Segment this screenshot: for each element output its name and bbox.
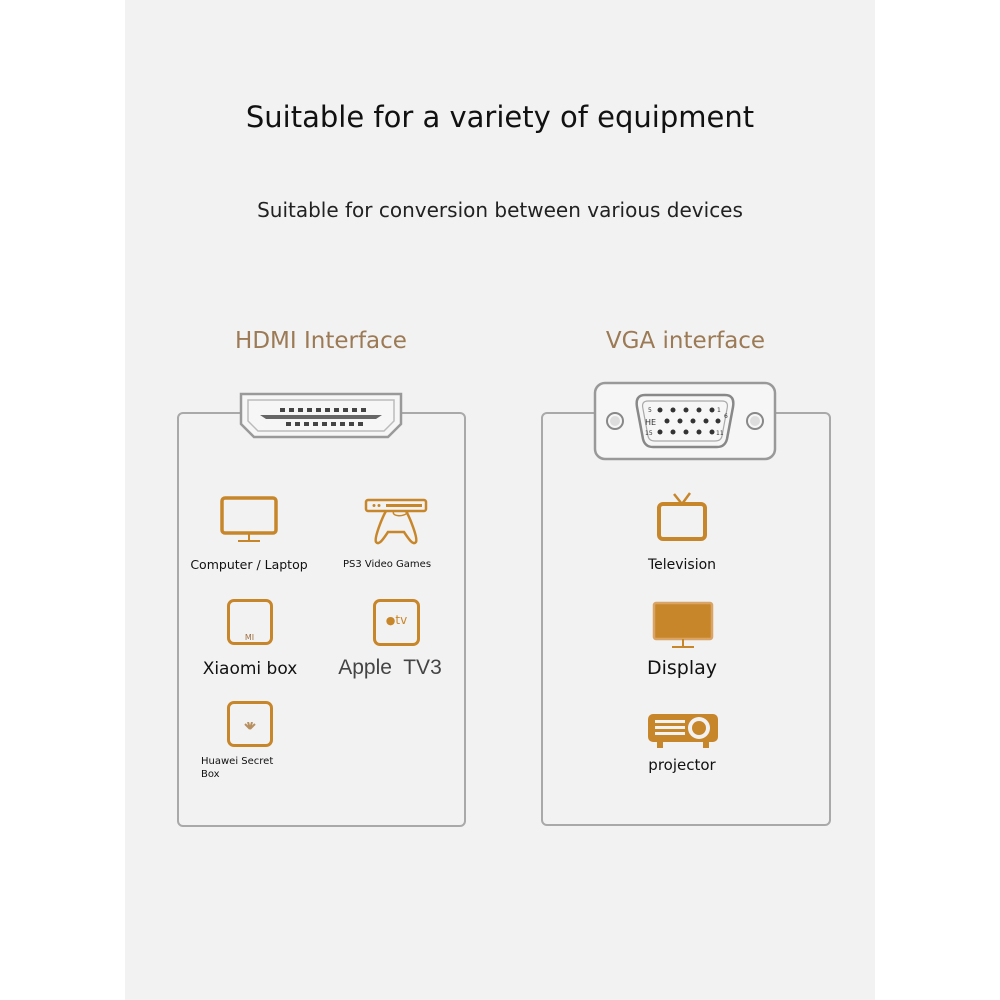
- device-label: projector: [648, 756, 716, 774]
- device-label: Television: [647, 557, 717, 573]
- device-label: Display: [646, 657, 718, 679]
- projector-icon: [647, 712, 719, 750]
- svg-text:1: 1: [717, 407, 721, 414]
- device-label: Apple TV3: [338, 656, 442, 679]
- hdmi-connector-icon: [238, 392, 404, 440]
- hdmi-heading: HDMI Interface: [235, 328, 407, 354]
- page-subtitle: Suitable for conversion between various …: [257, 198, 743, 222]
- game-console-icon: [364, 498, 428, 546]
- device-label: PS3 Video Games: [342, 559, 432, 570]
- vga-connector-icon: 5 1 6 HE 15 11: [593, 381, 777, 461]
- svg-text:15: 15: [645, 430, 653, 437]
- xiaomi-box-icon: MI: [227, 599, 273, 645]
- svg-text:HE: HE: [645, 418, 656, 427]
- device-label: Huawei Secret Box: [201, 756, 274, 780]
- svg-text:5: 5: [648, 407, 652, 414]
- device-label: Xiaomi box: [202, 659, 298, 679]
- display-icon: [652, 601, 714, 649]
- monitor-outline-icon: [220, 496, 278, 544]
- huawei-box-icon: [227, 701, 273, 747]
- svg-text:11: 11: [716, 430, 724, 437]
- device-label: Computer / Laptop: [190, 557, 308, 572]
- apple-tv-box-icon: ●tv: [373, 599, 420, 646]
- svg-text:6: 6: [724, 413, 728, 420]
- vga-heading: VGA interface: [605, 328, 766, 354]
- tv-icon: [656, 491, 708, 543]
- page-title: Suitable for a variety of equipment: [245, 100, 755, 134]
